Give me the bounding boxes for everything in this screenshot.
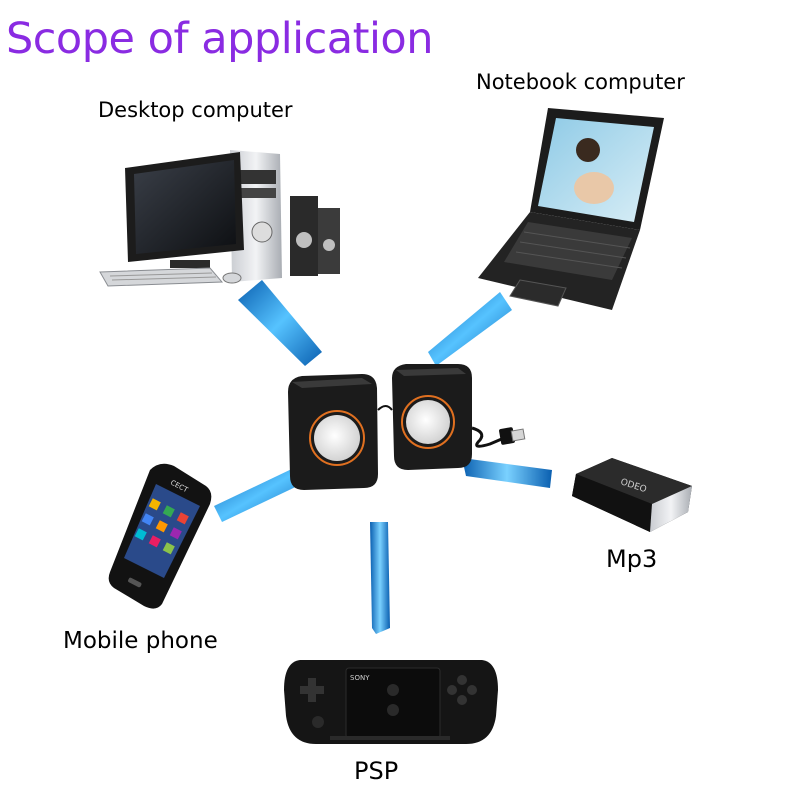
label-mobile-phone: Mobile phone [63, 628, 218, 654]
usb-speaker-left [288, 374, 378, 490]
label-mp3: Mp3 [606, 545, 658, 573]
label-desktop-computer: Desktop computer [98, 98, 293, 122]
arrow-desktop [238, 280, 322, 366]
arrow-mobile [214, 466, 306, 522]
arrow-psp [370, 522, 390, 634]
psp-brand-mark: SONY [350, 674, 370, 682]
desktop-computer-image [99, 150, 340, 287]
arrow-mp3 [462, 458, 552, 488]
notebook-computer-image [478, 108, 664, 310]
psp-image: SONY [284, 660, 498, 744]
usb-cable [377, 405, 526, 448]
phone-app-grid [134, 498, 189, 555]
mobile-phone-image: CECT [108, 463, 212, 609]
page-title: Scope of application [6, 14, 433, 64]
label-psp: PSP [354, 757, 399, 785]
mp3-player-image: ODEO [572, 458, 692, 532]
usb-speaker-right [392, 364, 472, 470]
label-notebook-computer: Notebook computer [476, 70, 685, 94]
arrow-notebook [428, 292, 512, 366]
